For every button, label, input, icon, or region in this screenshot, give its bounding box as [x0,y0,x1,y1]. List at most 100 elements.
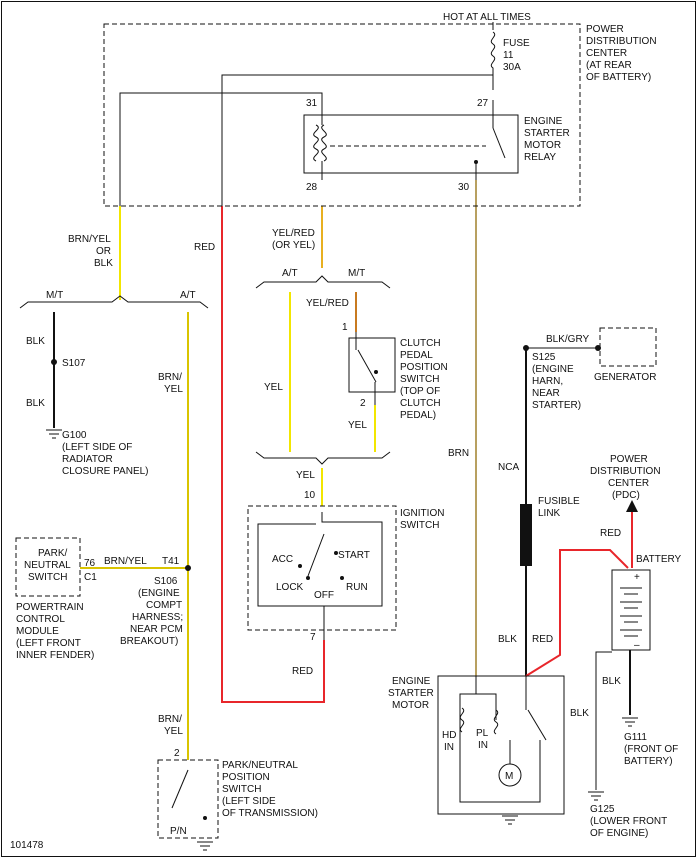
s125-line2: (ENGINE [532,364,574,375]
pin-31: 31 [306,98,318,109]
pdc-arrow [626,500,638,512]
pcm-line1: POWERTRAIN [16,602,84,613]
brn-yel-or-blk-1: BRN/YEL [68,234,111,245]
blk2-label: BLK [26,398,45,409]
acc-label: ACC [272,554,293,565]
generator-label: GENERATOR [594,372,656,383]
wire-red-battery [525,549,629,677]
fusible-link-1: FUSIBLE [538,496,580,507]
pin-30: 30 [458,182,470,193]
clutch-switch-box [348,337,396,393]
yel-red-mid-label: YEL/RED [306,298,349,309]
g125-line1: G125 [590,804,615,815]
at-mid-label: A/T [282,268,298,279]
red-bottom-label: RED [292,666,313,677]
pnp-switch-1: PARK/NEUTRAL [222,760,298,771]
starter-motor-line1: ENGINE [392,676,431,687]
off-label: OFF [314,590,334,601]
battery-minus: – [634,640,640,651]
brn-yel-vert-2: YEL [164,384,183,395]
ignition-internal [257,512,383,607]
pdc-right-line2: DISTRIBUTION [590,466,661,477]
pdc-right-line3: CENTER [608,478,649,489]
yel-right-label: YEL [348,420,367,431]
figure-id: 101478 [10,840,44,851]
yel-left-label: YEL [264,382,283,393]
hot-at-all-times-label: HOT AT ALL TIMES [443,12,531,23]
g111-line2: (FRONT OF [624,744,678,755]
pdc-right-line4: (PDC) [612,490,640,501]
pnp-switch-3: SWITCH [222,784,261,795]
run-label: RUN [346,582,368,593]
s106-line4: HARNESS; [132,612,183,623]
s106-line6: BREAKOUT) [120,636,178,647]
pdc-top-line5: OF BATTERY) [586,72,651,83]
relay-line4: RELAY [524,152,556,163]
fusible-link [520,504,532,566]
pdc-top-line1: POWER [586,24,624,35]
wire-relay31-loop [119,92,323,206]
ignition-line2: SWITCH [400,520,439,531]
pnp-switch-box [157,759,219,839]
relay-line3: MOTOR [524,140,561,151]
fuse-amps: 30A [503,62,521,73]
ignition-dot-lock [306,576,310,580]
mid-bracket-top [255,275,391,289]
blk-starter-label: BLK [498,634,517,645]
relay-contact [492,127,506,159]
s106-line5: NEAR PCM [130,624,183,635]
clutch-line1: CLUTCH [400,338,441,349]
ignition-dot-run [340,576,344,580]
pnp-switch-2: POSITION [222,772,270,783]
pnp-switch-5: OF TRANSMISSION) [222,808,318,819]
blk-g125-label: BLK [570,708,589,719]
brn-yel-h-label: BRN/YEL [104,556,147,567]
wire-relay-top-link [221,74,494,206]
red-starter-label: RED [532,634,553,645]
pnp-pin2: 2 [174,748,180,759]
relay-line1: ENGINE [524,116,563,127]
clutch-contact [374,370,378,374]
starter-motor-box [437,675,565,815]
g125-line2: (LOWER FRONT [590,816,667,827]
g111-ground-icon [622,717,638,727]
battery-plus: + [634,572,640,583]
g111-line1: G111 [624,732,647,743]
starter-ground-icon [502,815,518,825]
clutch-line6: CLUTCH [400,398,441,409]
generator-box [599,327,657,367]
s125-line5: STARTER) [532,400,581,411]
pdc-right-line1: POWER [610,454,648,465]
start-label: START [338,550,370,561]
battery-label: BATTERY [636,554,682,565]
s107-label: S107 [62,358,86,369]
starter-contact [527,709,547,741]
g100-line4: CLOSURE PANEL) [62,466,149,477]
pcm-box [15,537,81,597]
ignition-switch-box [247,505,397,631]
pcm-line5: INNER FENDER) [16,650,94,661]
pdc-top-line2: DISTRIBUTION [586,36,657,47]
pcm-line3: MODULE [16,626,59,637]
ignition-dot-start [334,551,338,555]
pin-7: 7 [310,632,316,643]
s107-splice [51,359,57,365]
starter-internal [459,676,541,803]
mid-bracket-bottom [255,451,391,465]
park-neutral-2: NEUTRAL [24,560,71,571]
clutch-switch-blade [357,349,377,383]
yel-red-or-yel-1: YEL/RED [272,228,315,239]
lock-label: LOCK [276,582,304,593]
fusible-link-2: LINK [538,508,561,519]
red-left-label: RED [194,242,215,253]
pl-coil [493,709,499,735]
generator-splice [595,345,601,351]
park-neutral-3: SWITCH [28,572,67,583]
relay-coil [313,124,327,162]
pin-76: 76 [84,558,96,569]
pdc-top-line4: (AT REAR [586,60,632,71]
t41-label: T41 [162,556,180,567]
s106-line1: S106 [154,576,178,587]
